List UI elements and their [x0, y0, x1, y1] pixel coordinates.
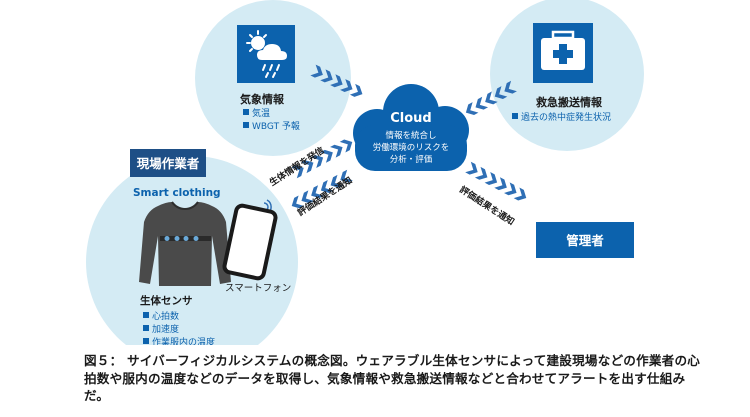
weather-item: WBGT 予報	[252, 121, 300, 132]
cps-concept-diagram: 気象情報 気温 WBGT 予報 救急搬送情報 過去の熱中症発生状況 Cloud …	[86, 0, 644, 345]
weather-bullet	[243, 122, 249, 128]
cloud-title: Cloud	[390, 111, 432, 126]
cloud-line: 分析・評価	[390, 154, 433, 165]
smart-shirt-icon	[139, 201, 231, 286]
cloud-shape	[353, 84, 469, 171]
sensor-title: 生体センサ	[140, 294, 193, 307]
ambulance-item: 過去の熱中症発生状況	[521, 111, 611, 123]
weather-bullet	[243, 109, 249, 115]
weather-sun-cloud-rain-icon	[237, 25, 295, 83]
sensor-item: 作業服内の温度	[152, 336, 215, 345]
worker-badge-label: 現場作業者	[137, 156, 200, 171]
first-aid-kit-icon	[533, 23, 593, 83]
manager-badge-label: 管理者	[566, 233, 604, 248]
smart-clothing-label: Smart clothing	[133, 187, 221, 199]
sensor-bullet	[143, 338, 149, 344]
cloud-line: 労働環境のリスクを	[373, 142, 450, 153]
sensor-bullet	[143, 325, 149, 331]
figure-caption: 図５： サイバーフィジカルシステムの概念図。ウェアラブル生体センサによって建設現…	[84, 353, 701, 403]
worker-badge	[130, 149, 206, 177]
ambulance-title: 救急搬送情報	[536, 95, 603, 109]
manager-badge	[536, 222, 634, 258]
smartphone-icon	[222, 199, 278, 281]
weather-item: 気温	[252, 107, 270, 119]
sensor-item: 心拍数	[152, 310, 179, 322]
cloud-line: 情報を統合し	[385, 130, 436, 141]
ambulance-bullet	[512, 113, 518, 119]
smartphone-label: スマートフォン	[225, 283, 291, 294]
sensor-item: 加速度	[152, 323, 179, 335]
sensor-bullet	[143, 312, 149, 318]
manager-notify-label: 評価結果を通知	[457, 183, 516, 227]
weather-title: 気象情報	[240, 92, 285, 106]
